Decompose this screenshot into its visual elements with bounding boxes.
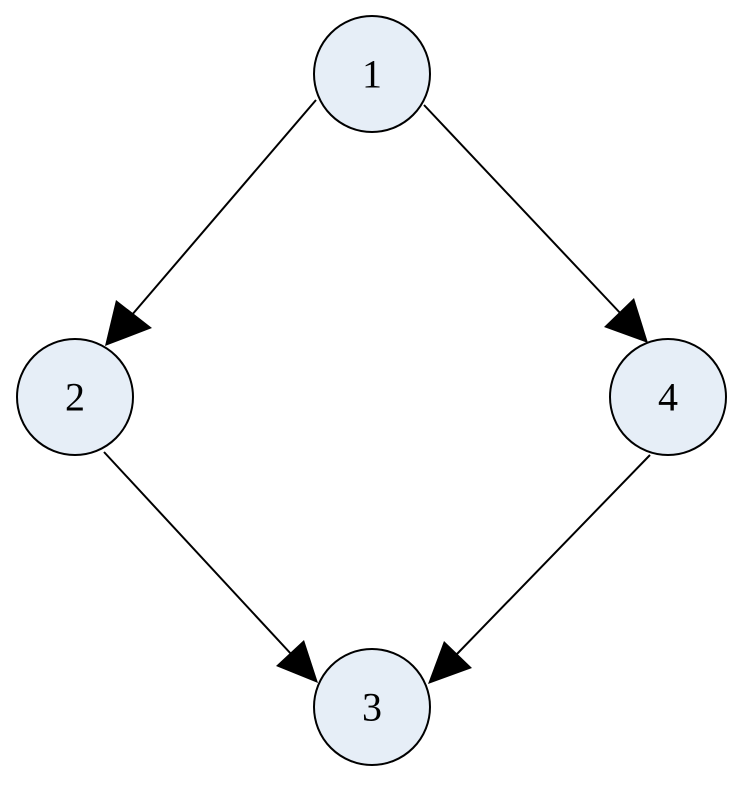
node-1-circle xyxy=(313,15,431,133)
edge-1-to-2-arrowhead xyxy=(105,300,152,346)
node-3: 3 xyxy=(313,648,431,766)
node-1-label: 1 xyxy=(362,52,382,97)
edge-2-to-3-arrowhead xyxy=(276,640,318,683)
edge-1-to-4-arrowhead xyxy=(604,298,648,343)
edge-1-to-2 xyxy=(105,99,317,346)
edge-2-to-3-line xyxy=(103,451,293,656)
node-4: 4 xyxy=(609,338,727,456)
node-2-circle xyxy=(16,338,134,456)
node-3-circle xyxy=(313,648,431,766)
node-4-circle xyxy=(609,338,727,456)
node-2: 2 xyxy=(16,338,134,456)
edge-1-to-4-line xyxy=(423,104,623,316)
node-2-label: 2 xyxy=(65,375,85,420)
edge-2-to-3 xyxy=(103,451,318,683)
edges-layer xyxy=(103,99,651,684)
edge-4-to-3 xyxy=(428,454,651,684)
node-3-label: 3 xyxy=(362,685,382,730)
edge-4-to-3-arrowhead xyxy=(428,641,472,684)
edge-1-to-4 xyxy=(423,104,648,343)
edge-1-to-2-line xyxy=(130,99,317,317)
node-4-label: 4 xyxy=(658,375,678,420)
node-1: 1 xyxy=(313,15,431,133)
edge-4-to-3-line xyxy=(455,454,651,656)
nodes-layer: 1 2 3 4 xyxy=(16,15,727,766)
